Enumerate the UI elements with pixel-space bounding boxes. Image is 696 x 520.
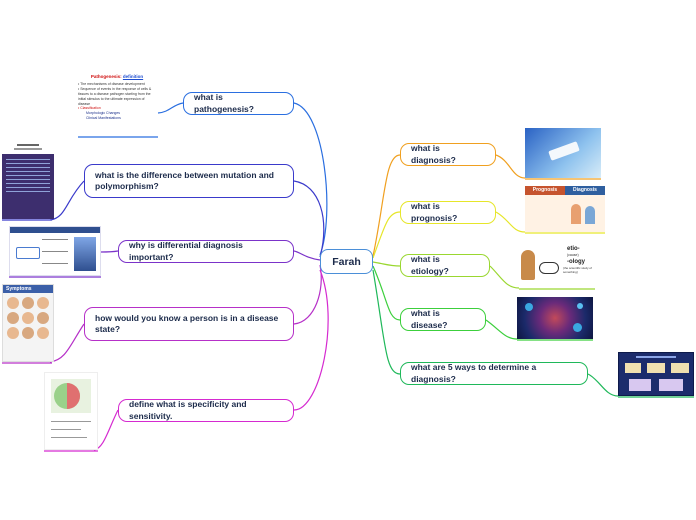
note-title-suffix: definition <box>122 74 144 79</box>
topic-etiology[interactable]: what is etiology? <box>400 254 490 277</box>
topic-mutation-vs-polymorphism[interactable]: what is the difference between mutation … <box>84 164 294 198</box>
connector-pathogenesis <box>157 102 184 114</box>
face-icon <box>22 312 34 324</box>
root-label: Farah <box>332 255 361 268</box>
connector-disease <box>372 265 401 321</box>
etio-prefix-meaning: (cause) <box>567 253 579 257</box>
connector-prognosis <box>372 211 401 259</box>
topic-label: what are 5 ways to determine a diagnosis… <box>411 362 537 384</box>
connector-diagnosis <box>372 154 401 257</box>
topic-specificity-sensitivity[interactable]: define what is specificity and sensitivi… <box>118 399 294 422</box>
connector-pathogenesis <box>293 102 328 256</box>
face-icon <box>7 327 19 339</box>
diagnosis-image <box>525 128 601 178</box>
differential-diagnosis-image <box>9 226 101 276</box>
connector-differential <box>293 250 321 261</box>
connector-prognosis <box>495 211 526 233</box>
topic-label: define what is specificity and sensitivi… <box>129 399 247 421</box>
note-sub-item: Clinical Manifestations <box>86 116 121 121</box>
note-bullet: The mechanisms of disease development <box>80 82 145 86</box>
connector-ways <box>372 269 401 375</box>
topic-label: what is diagnosis? <box>411 143 456 165</box>
symptoms-title: Symptoms <box>3 285 53 293</box>
face-icon <box>22 297 34 309</box>
connector-etiology <box>372 261 401 267</box>
disease-image <box>517 297 593 339</box>
topic-label: how would you know a person is in a dise… <box>95 312 279 334</box>
person-icon <box>521 250 535 280</box>
topic-diagnosis[interactable]: what is diagnosis? <box>400 143 496 166</box>
face-icon <box>37 312 49 324</box>
topic-label: what is disease? <box>411 308 448 330</box>
connector-diagnosis <box>495 154 526 179</box>
topic-differential-diagnosis[interactable]: why is differential diagnosis important? <box>118 240 294 263</box>
etio-suffix: -ology <box>567 259 585 265</box>
etio-prefix: etio- <box>567 246 580 252</box>
note-bullet: Sequence of events in the response of ce… <box>78 86 152 106</box>
topic-prognosis[interactable]: what is prognosis? <box>400 201 496 224</box>
note-sub-item: Morphologic Changes <box>86 111 121 116</box>
note-title: Pathogenesis: <box>90 74 122 79</box>
connector-mutation <box>293 180 325 258</box>
mutation-polymorphism-image <box>2 142 54 219</box>
prognosis-image: Prognosis Diagnosis <box>525 186 605 232</box>
symptoms-image: Symptoms <box>2 284 54 362</box>
connector-disease-state <box>293 264 322 325</box>
topic-label: what is pathogenesis? <box>194 92 254 114</box>
five-ways-image <box>618 352 694 396</box>
connector-differential <box>100 250 119 253</box>
etio-suffix-meaning: (the scientific study of something) <box>563 266 592 274</box>
topic-label: what is the difference between mutation … <box>95 169 274 191</box>
connector-mutation <box>49 180 85 221</box>
pathogenesis-note: Pathogenesis: definition • The mechanism… <box>78 74 156 136</box>
connector-disease <box>485 319 518 340</box>
connector-ways <box>587 373 619 397</box>
face-icon <box>37 327 49 339</box>
note-bullet: Classification <box>80 106 101 111</box>
connector-disease-state <box>49 323 85 363</box>
diagnosis-label: Diagnosis <box>565 186 605 195</box>
face-icon <box>37 297 49 309</box>
topic-label: what is etiology? <box>411 254 449 276</box>
face-icon <box>22 327 34 339</box>
topic-disease-state[interactable]: how would you know a person is in a dise… <box>84 307 294 341</box>
connector-etiology <box>489 265 520 289</box>
connector-specificity <box>293 269 329 411</box>
etiology-image: etio- (cause) -ology (the scientific stu… <box>519 242 595 288</box>
topic-pathogenesis[interactable]: what is pathogenesis? <box>183 92 294 115</box>
topic-label: what is prognosis? <box>411 201 458 223</box>
prognosis-label: Prognosis <box>525 186 565 195</box>
face-icon <box>7 312 19 324</box>
root-node[interactable]: Farah <box>320 249 373 274</box>
topic-five-ways-diagnosis[interactable]: what are 5 ways to determine a diagnosis… <box>400 362 588 385</box>
topic-disease[interactable]: what is disease? <box>400 308 486 331</box>
face-icon <box>7 297 19 309</box>
specificity-sensitivity-image <box>44 372 98 450</box>
topic-label: why is differential diagnosis important? <box>129 240 243 262</box>
